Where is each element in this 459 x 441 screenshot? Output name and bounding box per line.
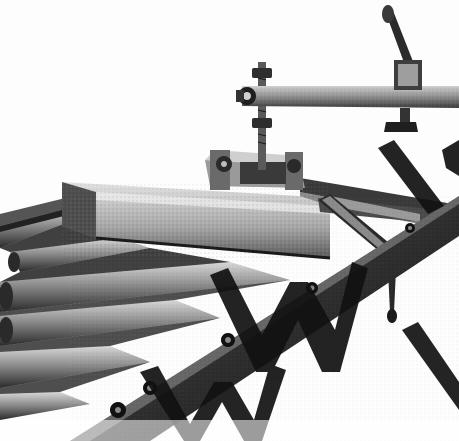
overhead-beam xyxy=(236,86,459,108)
rail-bolt xyxy=(110,402,126,418)
rail-bolt xyxy=(221,333,235,347)
roller xyxy=(0,392,90,420)
carriage-bracket xyxy=(205,150,305,190)
rail-bolt xyxy=(405,223,415,233)
toggle-clamp xyxy=(382,5,422,132)
